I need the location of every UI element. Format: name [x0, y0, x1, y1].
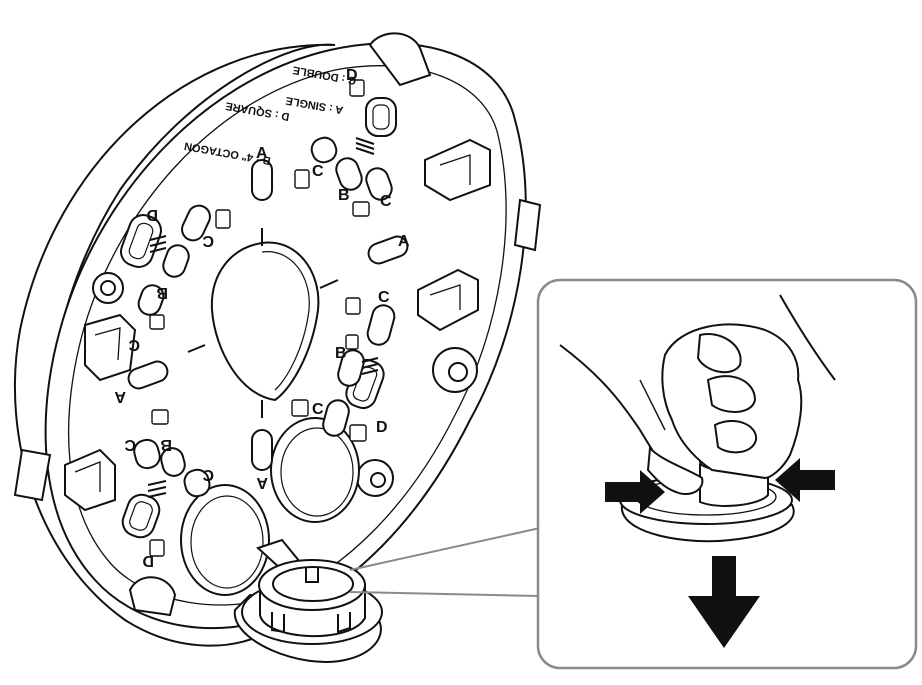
letter-c-right: C — [378, 289, 390, 306]
center-knockout-inner — [261, 251, 310, 391]
letter-d-top-right: D — [346, 67, 358, 84]
arrow-right-pointing — [605, 470, 665, 514]
hand-knuckle-line — [639, 379, 666, 431]
grommet-slot-2 — [271, 612, 285, 634]
knockout-lower-right-inner — [280, 427, 354, 517]
letter-a-left: A — [114, 388, 126, 405]
letter-c-upper-right: C — [380, 193, 392, 210]
mounting-plate — [13, 32, 542, 647]
letter-d-bottom: D — [142, 552, 154, 569]
clip-top-right-inner — [439, 154, 471, 185]
rim-notch-left — [13, 448, 52, 502]
pad-9 — [349, 424, 367, 442]
screw-boss-left-hole — [100, 280, 116, 296]
slot-b-left-a — [162, 244, 190, 278]
hand-wrist-right — [779, 294, 836, 381]
letter-b-upper: B — [338, 187, 350, 204]
pad-3 — [352, 201, 370, 217]
pad-2 — [294, 169, 310, 189]
arrow-down — [688, 556, 760, 648]
clip-right — [417, 268, 479, 332]
clip-right-inner — [429, 284, 461, 310]
clip-top-right — [424, 138, 491, 202]
screw-boss-right-hole — [448, 362, 468, 382]
clip-left-inner — [94, 327, 121, 361]
grommet-slot-3 — [337, 612, 351, 634]
letter-b-mid: B — [335, 345, 347, 362]
slot-a-right — [367, 235, 409, 265]
slot-c-right-b — [337, 349, 365, 387]
slot-b-lower-b — [160, 447, 186, 477]
clip-left — [84, 313, 137, 382]
letter-a-bottom: A — [256, 474, 268, 491]
grommet-on-plate — [233, 538, 383, 663]
pad-6 — [345, 297, 361, 315]
slot-d-left — [120, 214, 162, 268]
pad-7 — [291, 399, 309, 417]
slot-b-upper-a — [335, 157, 363, 191]
letter-c-bottom-left: C — [124, 436, 136, 453]
slot-d-left-inner — [128, 222, 154, 260]
rim-notch-bottom — [128, 576, 177, 617]
clip-bottom-left — [64, 448, 116, 512]
slot-a-bottom — [251, 429, 273, 471]
hand-finger-1 — [696, 333, 742, 374]
knockout-lower-right — [270, 417, 360, 523]
knockout-lower-left-inner — [190, 495, 264, 589]
inset-detail — [536, 278, 918, 670]
center-knockout — [210, 241, 320, 402]
hand-finger-3 — [713, 420, 758, 454]
slot-a-top — [251, 159, 273, 201]
knockout-lower-left — [180, 484, 270, 596]
hand-finger-2 — [706, 375, 757, 413]
letter-c-upper-left: C — [202, 232, 214, 249]
pad-11 — [345, 334, 359, 350]
slot-d-top-right — [365, 97, 397, 137]
slot-b-upper-c — [310, 136, 338, 164]
slot-b-lower-a — [133, 438, 161, 470]
callout-lines — [349, 527, 541, 597]
rim-notch-right — [513, 198, 542, 252]
slot-d-bottom-inner — [129, 501, 153, 531]
slot-c-mid-lower — [322, 399, 350, 437]
slot-d-top-right-inner — [372, 104, 390, 130]
rim-notch-top — [368, 32, 432, 87]
letter-a-top: A — [256, 145, 268, 162]
slot-a-left — [127, 360, 169, 390]
letter-c-lower-center: C — [202, 466, 214, 483]
slot-b-upper-b — [365, 167, 393, 201]
letter-c-mid-lower: C — [312, 401, 324, 418]
slot-c-upper-left — [181, 204, 211, 242]
slot-b-left-b — [137, 284, 165, 316]
letter-c-upper-mid: C — [312, 163, 324, 180]
letter-c-left: C — [128, 336, 140, 353]
grommet-slot-1 — [305, 568, 319, 583]
hand-thumb — [646, 445, 704, 496]
screw-pads — [149, 79, 370, 557]
pad-8 — [151, 409, 169, 425]
guide-lines — [187, 228, 339, 418]
hand — [559, 294, 836, 496]
pad-10 — [149, 539, 165, 557]
pad-4 — [215, 209, 231, 229]
clip-bottom-left-inner — [74, 461, 101, 492]
pad-5 — [149, 314, 165, 330]
letter-d-left: D — [146, 206, 158, 223]
letter-b-lower: B — [160, 436, 172, 453]
letter-b-left: B — [156, 284, 168, 301]
grommet-hole — [272, 566, 354, 602]
screw-boss-bottom-hole — [370, 472, 386, 488]
arrow-left-pointing — [775, 458, 835, 502]
slot-c-right-a — [366, 304, 396, 346]
slot-c-lower-center — [183, 468, 211, 498]
hatch-marks — [147, 137, 379, 498]
pad-1 — [349, 79, 365, 97]
letter-a-right: A — [398, 233, 410, 250]
letter-d-right: D — [376, 419, 388, 436]
